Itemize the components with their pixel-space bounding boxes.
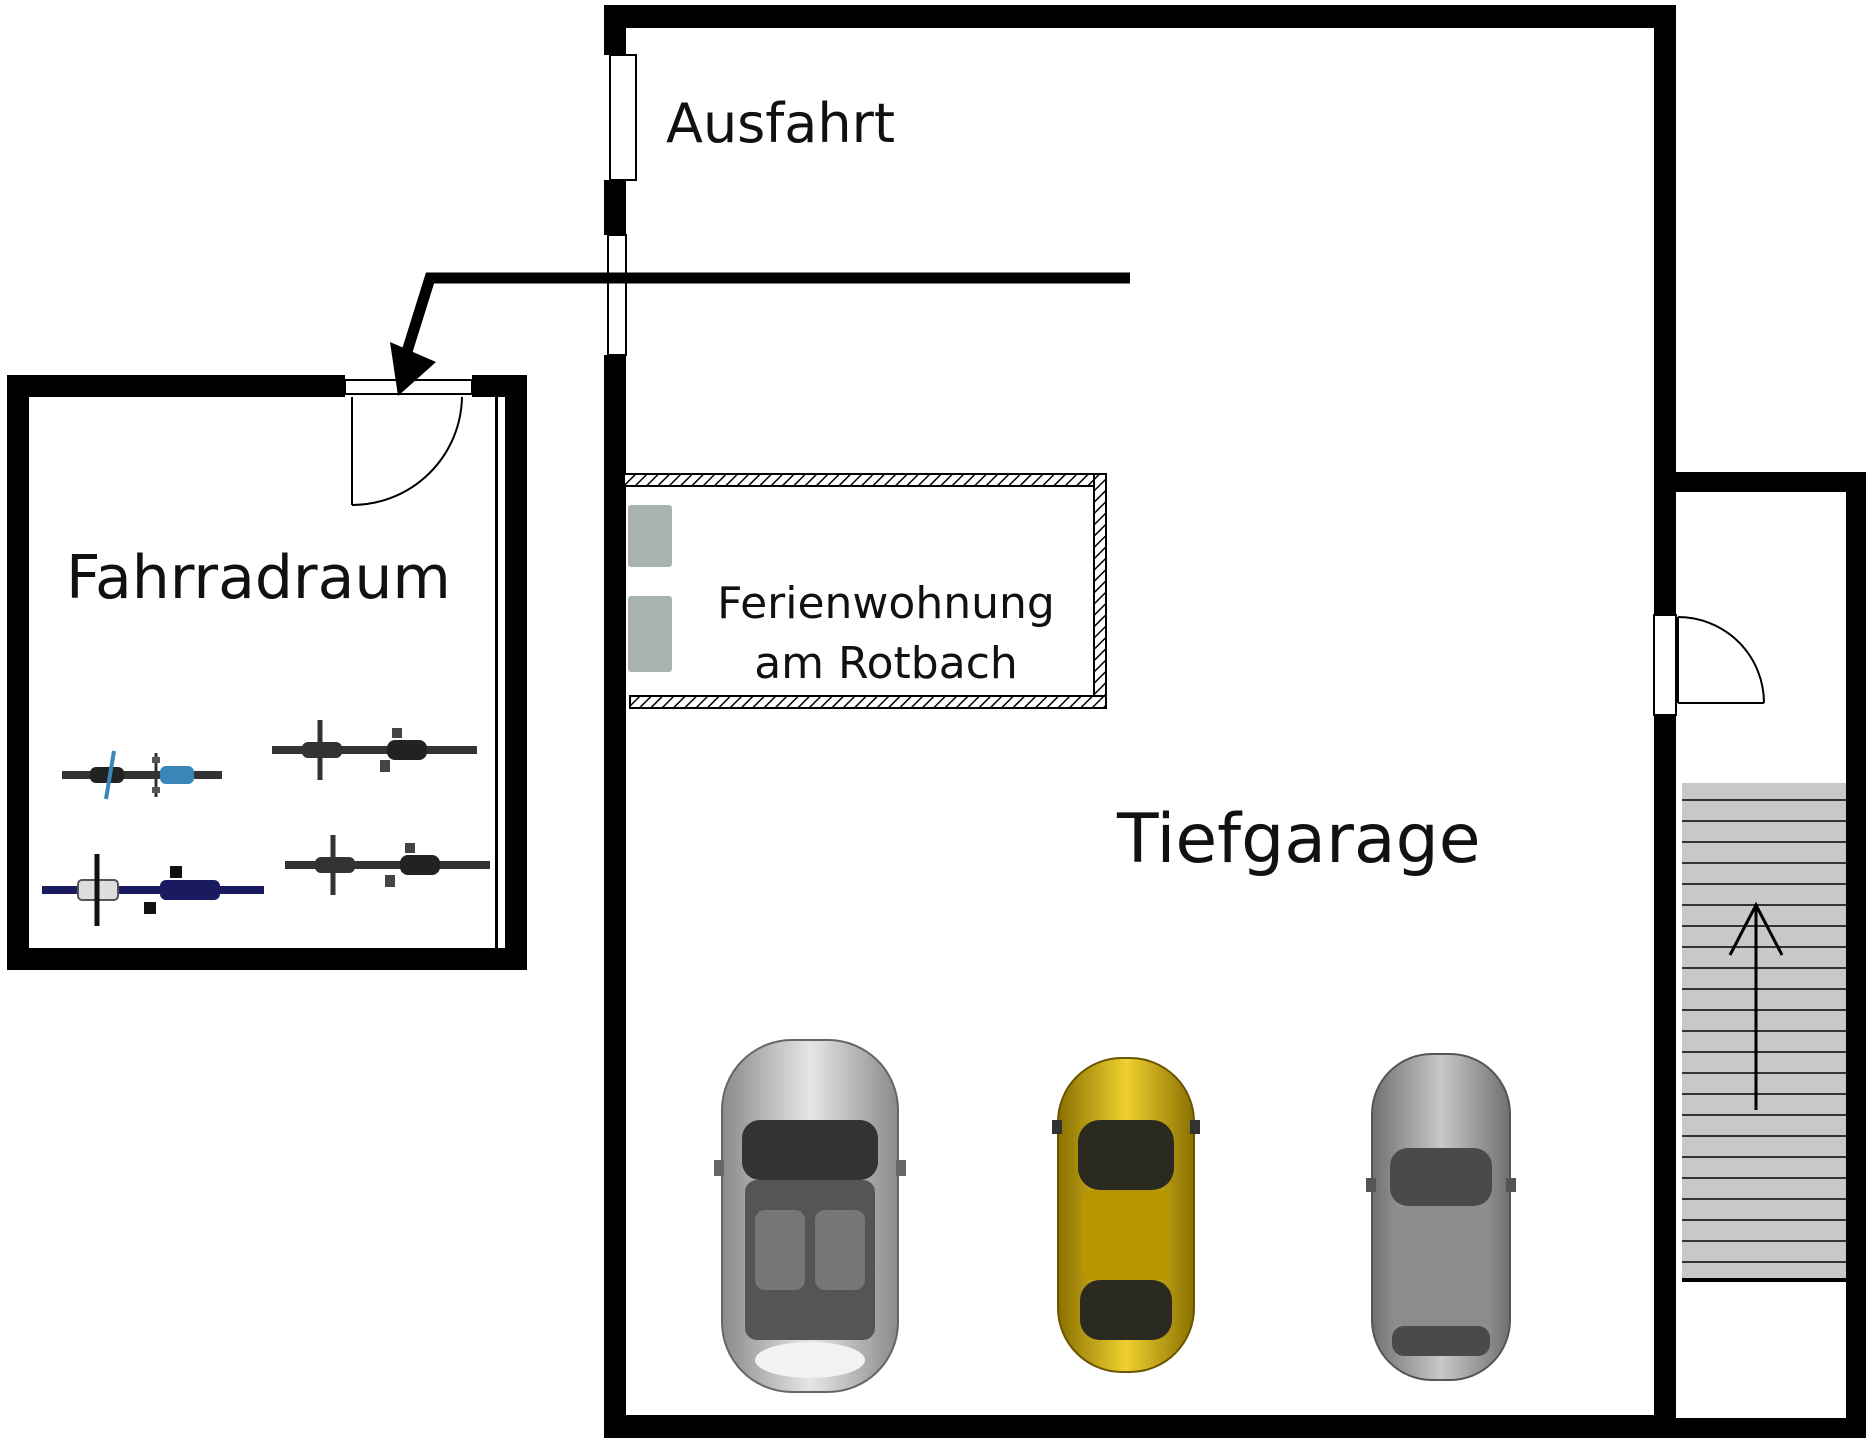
stairs-up-arrow-icon [1728, 901, 1784, 1110]
beetle-car-icon [1052, 1057, 1200, 1373]
bike-room-walls [7, 375, 527, 970]
exit-gate [607, 54, 637, 356]
garage-walls [604, 5, 1676, 1438]
room-label-fahrradraum: Fahrradraum [66, 543, 451, 613]
bicycle-icon [42, 854, 264, 926]
bicycle-icon [62, 750, 222, 800]
bicycle-icon [272, 720, 477, 780]
hatchback-car-icon [1366, 1053, 1516, 1381]
storage-box [628, 505, 672, 567]
storage-box [628, 596, 672, 672]
stairwell [1653, 472, 1866, 1438]
room-label-ferienwohnung: Ferienwohnung [717, 578, 1055, 629]
ferienwohnung-block [623, 473, 1107, 709]
bike-room-door [344, 379, 473, 506]
room-label-tiefgarage: Tiefgarage [1116, 800, 1481, 879]
room-label-ausfahrt: Ausfahrt [666, 92, 895, 155]
route-arrow-icon [390, 272, 1130, 396]
convertible-car-icon [714, 1039, 906, 1393]
bicycle-icon [285, 835, 490, 895]
room-label-ferienwohnung-line2: am Rotbach [754, 638, 1018, 689]
